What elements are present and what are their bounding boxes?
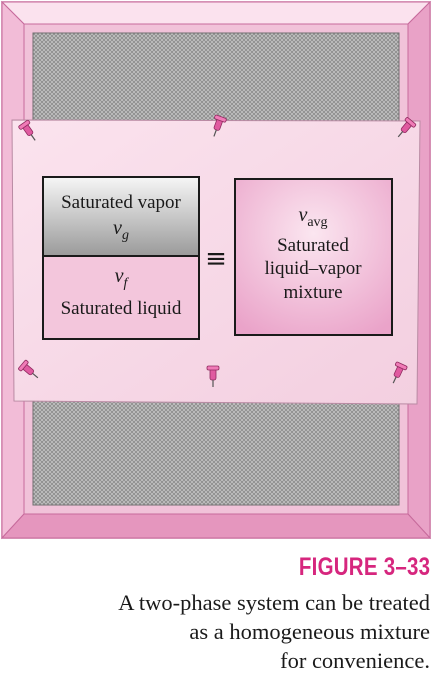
diagram-board: Saturated vapor vg vf Saturated liquid ≡… <box>0 0 432 540</box>
pushpin-icon <box>392 361 408 384</box>
mixture-line-3: mixture <box>283 282 342 303</box>
average-volume-symbol: vavg <box>298 204 327 230</box>
figure-caption: A two-phase system can be treated as a h… <box>0 588 430 675</box>
pushpin-icon <box>397 117 417 138</box>
mixture-line-2: liquid–vapor <box>264 258 362 279</box>
pushpin-icon <box>18 359 39 379</box>
liquid-label: Saturated liquid <box>61 298 182 319</box>
caption-line: A two-phase system can be treated <box>118 590 430 615</box>
liquid-volume-symbol: vf <box>115 265 130 291</box>
left-container: Saturated vapor vg vf Saturated liquid <box>42 176 200 340</box>
vapor-volume-symbol: vg <box>113 217 129 243</box>
right-container: vavg Saturated liquid–vapor mixture <box>234 178 393 336</box>
mixture-line-1: Saturated <box>277 235 349 256</box>
liquid-region <box>43 256 199 339</box>
vapor-label: Saturated vapor <box>61 192 181 213</box>
figure-number: FIGURE 3–33 <box>298 553 430 581</box>
vapor-region <box>43 177 199 256</box>
pushpin-icon <box>213 114 227 137</box>
pushpin-icon <box>206 365 220 387</box>
caption-line: for convenience. <box>280 648 430 673</box>
caption-line: as a homogeneous mixture <box>189 619 430 644</box>
equivalence-symbol: ≡ <box>205 244 227 274</box>
pushpin-icon <box>18 119 36 141</box>
